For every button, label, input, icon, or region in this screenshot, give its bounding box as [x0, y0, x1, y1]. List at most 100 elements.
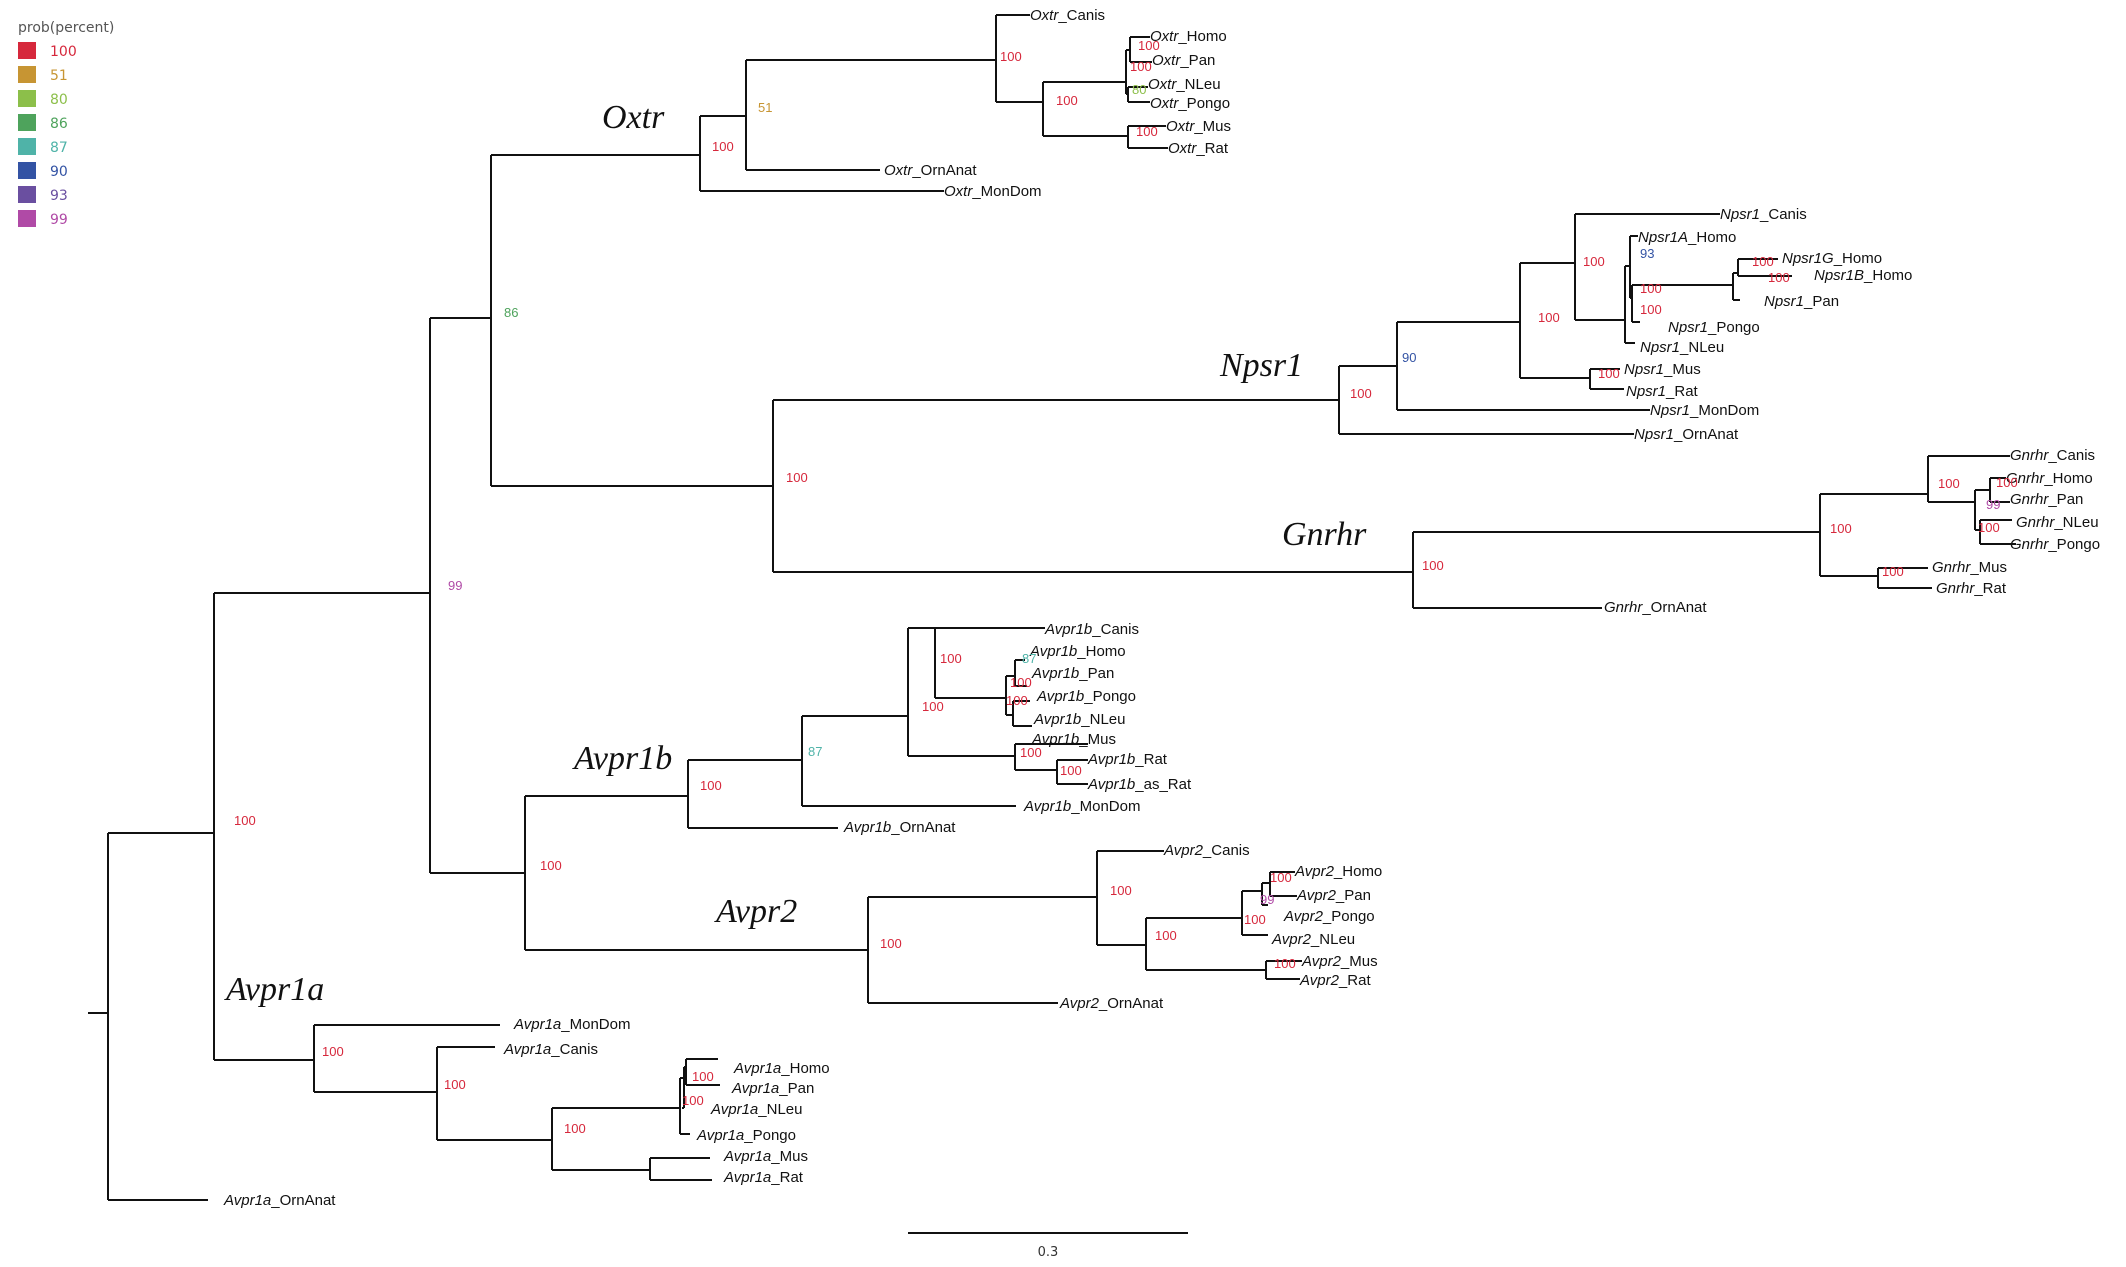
support-value: 100 [1060, 763, 1082, 778]
tip-species: _Homo [1177, 28, 1226, 45]
legend-swatch [18, 162, 36, 179]
tip-gene: Avpr1b [1036, 688, 1084, 705]
tip-species: _Mus [1078, 731, 1116, 748]
tip-label: Avpr1b_as_Rat [1087, 776, 1192, 793]
support-value: 100 [1882, 564, 1904, 579]
tip-gene: Avpr1b [1023, 798, 1071, 815]
tip-label: Avpr1b_Mus [1031, 731, 1116, 748]
support-value: 100 [1422, 558, 1444, 573]
tip-species: _Homo [780, 1060, 829, 1077]
support-value: 80 [1132, 82, 1146, 97]
support-value: 100 [1000, 49, 1022, 64]
tip-species: _as_Rat [1134, 776, 1192, 793]
legend-label: 100 [50, 44, 77, 60]
legend-swatch [18, 90, 36, 107]
tip-gene: Oxtr [1030, 7, 1059, 24]
tip-gene: Gnrhr [2006, 470, 2045, 487]
support-value: 100 [1583, 254, 1605, 269]
clade-label-gnrhr: Gnrhr [1282, 516, 1367, 553]
tip-label: Avpr2_OrnAnat [1059, 995, 1164, 1012]
tip-gene: Avpr1a [731, 1080, 779, 1097]
tip-label: Avpr1a_Rat [723, 1169, 804, 1186]
tip-label: Oxtr_MonDom [944, 183, 1042, 200]
tip-gene: Oxtr [1152, 52, 1181, 69]
support-value: 100 [1538, 310, 1560, 325]
tip-species: _NLeu [1175, 76, 1220, 93]
tip-gene: Gnrhr [1604, 599, 1643, 616]
support-value: 100 [1155, 928, 1177, 943]
support-value: 87 [808, 744, 822, 759]
tip-label: Gnrhr_OrnAnat [1604, 599, 1707, 616]
tip-species: _NLeu [2053, 514, 2098, 531]
tip-label: Avpr1b_OrnAnat [843, 819, 956, 836]
tip-label: Avpr1b_Homo [1029, 643, 1126, 660]
tip-gene: Npsr1 [1634, 426, 1674, 443]
tip-gene: Avpr2 [1296, 887, 1337, 904]
tip-species: _NLeu [1080, 711, 1125, 728]
clade-label-oxtr: Oxtr [602, 99, 665, 136]
support-value: 100 [1010, 675, 1032, 690]
support-value: 87 [1022, 651, 1036, 666]
legend-label: 80 [50, 92, 68, 108]
tip-gene: Npsr1 [1624, 361, 1664, 378]
support-value: 100 [1640, 281, 1662, 296]
tip-gene: Avpr2 [1271, 931, 1312, 948]
support-value: 100 [700, 778, 722, 793]
tip-label: Oxtr_OrnAnat [884, 162, 977, 179]
tip-species: _OrnAnat [890, 819, 956, 836]
tip-gene: Avpr1a [503, 1041, 551, 1058]
tip-label: Avpr2_Rat [1299, 972, 1371, 989]
tree-branches [88, 14, 2016, 1201]
legend-swatch [18, 138, 36, 155]
support-value: 100 [322, 1044, 344, 1059]
tip-species: _OrnAnat [911, 162, 977, 179]
support-value: 100 [1244, 912, 1266, 927]
support-value: 100 [1138, 38, 1160, 53]
support-value: 100 [234, 813, 256, 828]
support-value: 99 [448, 578, 462, 593]
support-value: 100 [1938, 476, 1960, 491]
tip-label: Npsr1_Mus [1624, 361, 1701, 378]
clade-label-avpr1a: Avpr1a [224, 971, 324, 1008]
tip-gene: Avpr1b [1033, 711, 1081, 728]
support-value: 100 [786, 470, 808, 485]
tip-species: _Pongo [1083, 688, 1136, 705]
tip-species: _Rat [1195, 140, 1229, 157]
tip-gene: Oxtr [1148, 76, 1177, 93]
tip-gene: Avpr2 [1294, 863, 1335, 880]
tip-gene: Npsr1A [1638, 229, 1688, 246]
tip-gene: Avpr1b [1031, 665, 1079, 682]
legend-label: 90 [50, 164, 68, 180]
tip-label: Avpr1a_Mus [723, 1148, 808, 1165]
tip-species: _Pongo [743, 1127, 796, 1144]
support-value: 100 [444, 1077, 466, 1092]
tip-label: Avpr1b_MonDom [1023, 798, 1140, 815]
tip-gene: Gnrhr [1936, 580, 1975, 597]
support-value: 100 [940, 651, 962, 666]
tip-species: _Mus [1340, 953, 1378, 970]
tip-species: _Mus [1193, 118, 1231, 135]
tip-species: _MonDom [971, 183, 1041, 200]
tip-species: _Homo [2043, 470, 2092, 487]
tip-species: _OrnAnat [270, 1192, 336, 1209]
tip-species: _NLeu [757, 1101, 802, 1118]
tip-label: Avpr1b_NLeu [1033, 711, 1125, 728]
tip-gene: Oxtr [1150, 95, 1179, 112]
tip-label: Oxtr_Mus [1166, 118, 1231, 135]
legend-label: 87 [50, 140, 68, 156]
tip-species: _MonDom [1070, 798, 1140, 815]
support-value: 100 [692, 1069, 714, 1084]
support-value: 51 [758, 100, 772, 115]
tip-label: Avpr2_Pan [1296, 887, 1371, 904]
tip-species: _Pan [1179, 52, 1215, 69]
tip-gene: Oxtr [1168, 140, 1197, 157]
clade-label-npsr1: Npsr1 [1219, 347, 1303, 384]
tip-species: _Canis [1057, 7, 1105, 24]
tip-gene: Avpr2 [1299, 972, 1340, 989]
tip-label: Gnrhr_Rat [1936, 580, 2007, 597]
tip-label: Gnrhr_Pongo [2010, 536, 2100, 553]
tip-label: Avpr2_NLeu [1271, 931, 1355, 948]
support-value: 100 [1110, 883, 1132, 898]
